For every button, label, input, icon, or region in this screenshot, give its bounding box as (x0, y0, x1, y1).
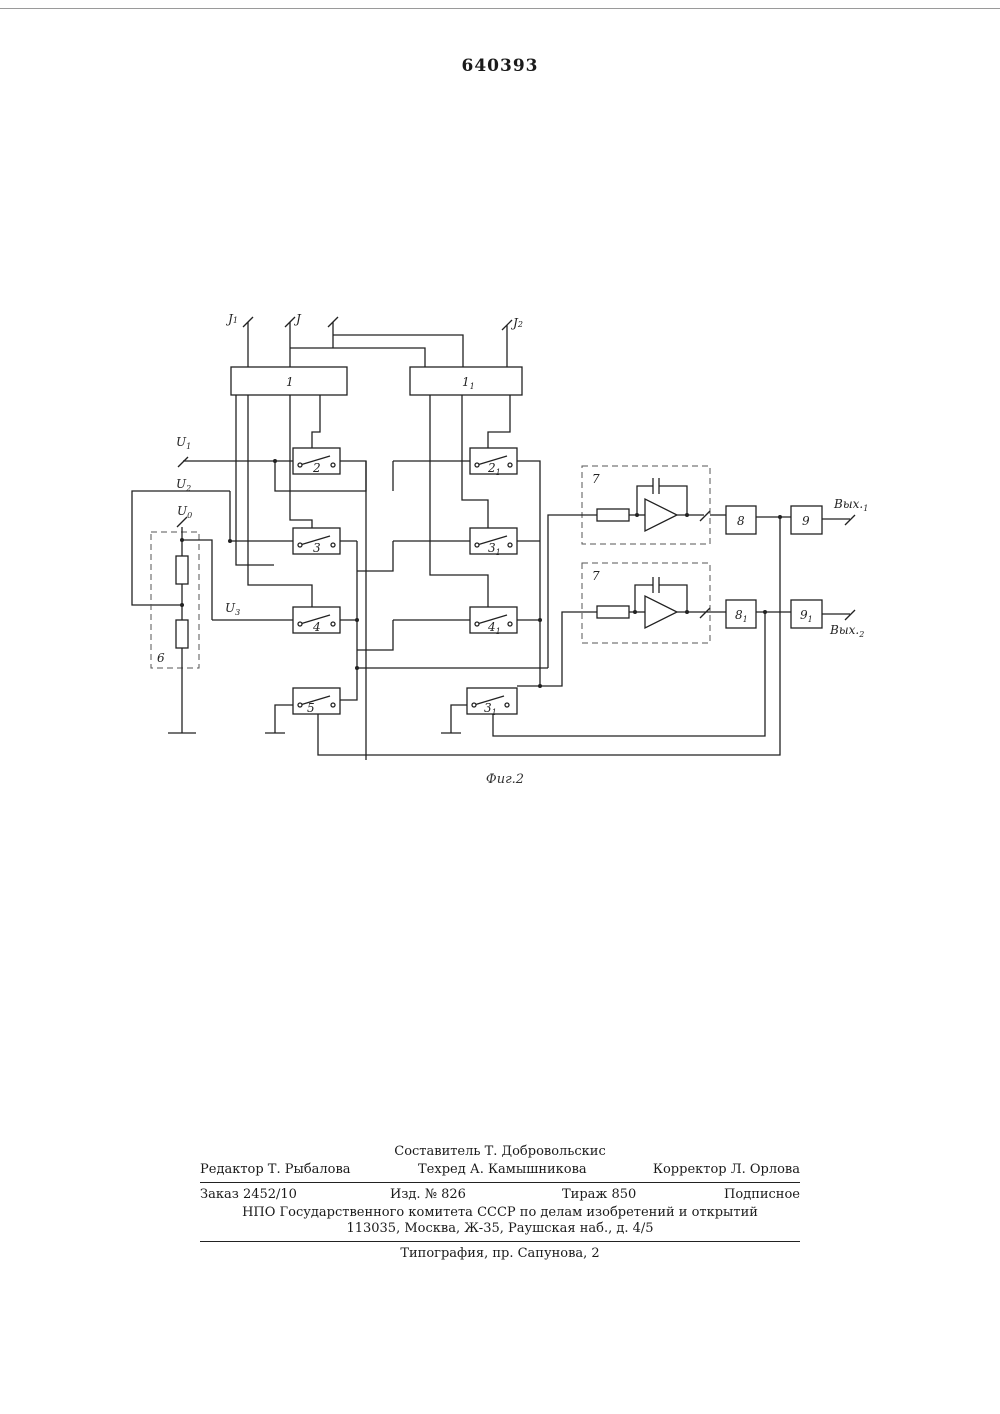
subscription-line: Подписное (724, 1187, 800, 1202)
printing-line: Типография, пр. Сапунова, 2 (200, 1246, 800, 1261)
switch-3: 3 (293, 528, 340, 555)
svg-text:4: 4 (312, 620, 321, 634)
block-8: 8 (726, 506, 756, 534)
edition-line: Изд. № 826 (390, 1187, 466, 1202)
integrator-7-top: 7 (582, 466, 710, 544)
switch-3-1: 31 (470, 528, 517, 557)
svg-text:1: 1 (286, 375, 294, 389)
control-block-1-1: 11 (410, 367, 522, 395)
output-wiring (318, 515, 855, 755)
address-line: 113035, Москва, Ж-35, Раушская наб., д. … (200, 1221, 800, 1236)
switch-4-1: 41 (470, 607, 517, 636)
imprint-rule-2 (200, 1241, 800, 1242)
svg-text:7: 7 (592, 472, 600, 486)
imprint-rule-1 (200, 1182, 800, 1183)
svg-text:9: 9 (802, 514, 810, 528)
switch-2: 2 (293, 448, 340, 475)
input-terminals: J1 J J2 (225, 312, 523, 367)
imprint-block: Составитель Т. Добровольскис Редактор Т.… (200, 1144, 800, 1264)
block-9-1: 91 (791, 600, 822, 628)
svg-text:6: 6 (157, 651, 165, 665)
integrator-7-bottom: 7 (582, 563, 726, 643)
techred-line: Техред А. Камышникова (418, 1162, 587, 1177)
order-line: Заказ 2452/10 (200, 1187, 297, 1202)
integrator-inputs (540, 515, 597, 686)
svg-text:3: 3 (313, 541, 321, 555)
input-label-j2: J2 (510, 316, 523, 330)
svg-text:U1: U1 (176, 435, 191, 451)
block1-control-lines (236, 395, 366, 607)
block-9: 9 (791, 506, 822, 534)
control-block-1: 1 (231, 367, 347, 395)
svg-text:7: 7 (592, 569, 600, 583)
switch-2-1: 21 (470, 448, 517, 477)
output-label-2: Вых.2 (829, 623, 864, 639)
figure-caption: Фиг.2 (470, 772, 540, 787)
svg-text:U3: U3 (225, 601, 240, 617)
svg-text:2: 2 (312, 461, 321, 475)
svg-text:5: 5 (307, 701, 315, 715)
org-line: НПО Государственного комитета СССР по де… (200, 1205, 800, 1220)
switch-5: 5 (293, 688, 340, 715)
compiler-line: Составитель Т. Добровольскис (200, 1144, 800, 1159)
switch-4: 4 (293, 607, 340, 634)
circuit-diagram: J1 J J2 1 11 2 (0, 0, 1000, 800)
svg-text:8: 8 (737, 514, 745, 528)
svg-text:U0: U0 (177, 504, 192, 520)
editor-line: Редактор Т. Рыбалова (200, 1162, 351, 1177)
resistive-divider-6: 6 (151, 527, 212, 733)
circulation-line: Тираж 850 (562, 1187, 636, 1202)
switch-5-1: 31 (467, 688, 517, 717)
input-label-i: J (293, 312, 302, 326)
block1-1-control-lines (430, 395, 510, 607)
output-label-1: Вых.1 (833, 497, 868, 513)
corrector-line: Корректор Л. Орлова (653, 1162, 800, 1177)
block-8-1: 81 (726, 600, 756, 628)
input-label-j: J1 (225, 312, 238, 326)
